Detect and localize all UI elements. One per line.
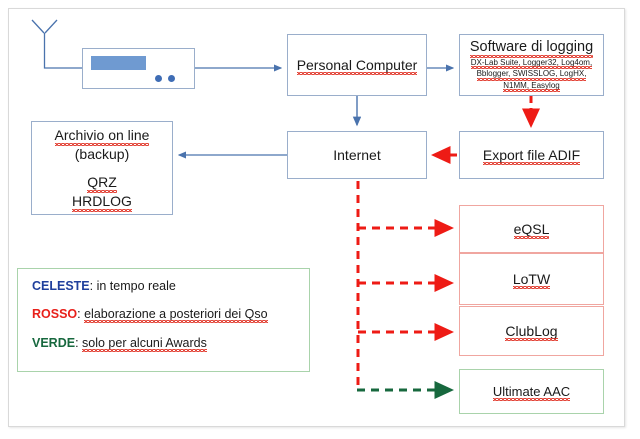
legend-row: ROSSO: elaborazione a posteriori dei Qso — [32, 307, 297, 323]
node-software-logging-list-line3: N1MM, Easylog — [503, 80, 561, 92]
legend-sep: : — [89, 279, 97, 293]
node-software-logging-list-line2: Bblogger, SWISSLOG, LogHX, — [476, 69, 587, 81]
node-export-adif-label: Export file ADIF — [482, 146, 581, 165]
legend-box: CELESTE: in tempo reale ROSSO: elaborazi… — [17, 268, 310, 372]
node-ultimate-aac-label: Ultimate AAC — [492, 383, 571, 401]
node-archivio-line2: (backup) — [74, 145, 130, 162]
node-archivio-line4: HRDLOG — [72, 192, 132, 212]
radio-knob-icon — [155, 75, 162, 82]
legend-text-verde: solo per alcuni Awards — [82, 336, 207, 352]
legend-key-rosso: ROSSO — [32, 307, 78, 321]
radio-knob-icon — [168, 75, 175, 82]
legend-text-rosso: elaborazione a posteriori dei Qso — [84, 307, 269, 323]
node-software-logging-list-line1: DX-Lab Suite, Logger32, Log4om, — [470, 57, 593, 69]
node-internet[interactable]: Internet — [287, 131, 427, 179]
node-archivio-line3: QRZ — [87, 173, 117, 193]
radio-display — [91, 56, 146, 70]
legend-row: VERDE: solo per alcuni Awards — [32, 336, 297, 352]
node-eqsl[interactable]: eQSL — [459, 205, 604, 253]
node-eqsl-label: eQSL — [513, 220, 550, 239]
node-clublog[interactable]: ClubLog — [459, 306, 604, 356]
legend-sep: : — [77, 307, 85, 321]
node-clublog-label: ClubLog — [505, 322, 558, 341]
node-personal-computer-label: Personal Computer — [296, 56, 418, 75]
legend-row: CELESTE: in tempo reale — [32, 279, 297, 293]
node-archivio-line1: Archivio on line — [54, 126, 150, 146]
node-software-logging-title: Software di logging — [469, 38, 594, 58]
legend-text-celeste: in tempo reale — [96, 279, 176, 293]
node-lotw[interactable]: LoTW — [459, 253, 604, 305]
node-internet-label: Internet — [333, 147, 381, 163]
node-software-logging[interactable]: Software di logging DX-Lab Suite, Logger… — [459, 34, 604, 96]
node-lotw-label: LoTW — [512, 270, 551, 289]
node-personal-computer[interactable]: Personal Computer — [287, 34, 427, 96]
transceiver-radio — [82, 48, 195, 89]
node-ultimate-aac[interactable]: Ultimate AAC — [459, 369, 604, 414]
legend-sep: : — [75, 336, 83, 350]
legend-key-verde: VERDE — [32, 336, 76, 350]
legend-key-celeste: CELESTE — [32, 279, 90, 293]
node-archivio-on-line[interactable]: Archivio on line (backup) QRZ HRDLOG — [31, 121, 173, 215]
node-export-adif[interactable]: Export file ADIF — [459, 131, 604, 179]
